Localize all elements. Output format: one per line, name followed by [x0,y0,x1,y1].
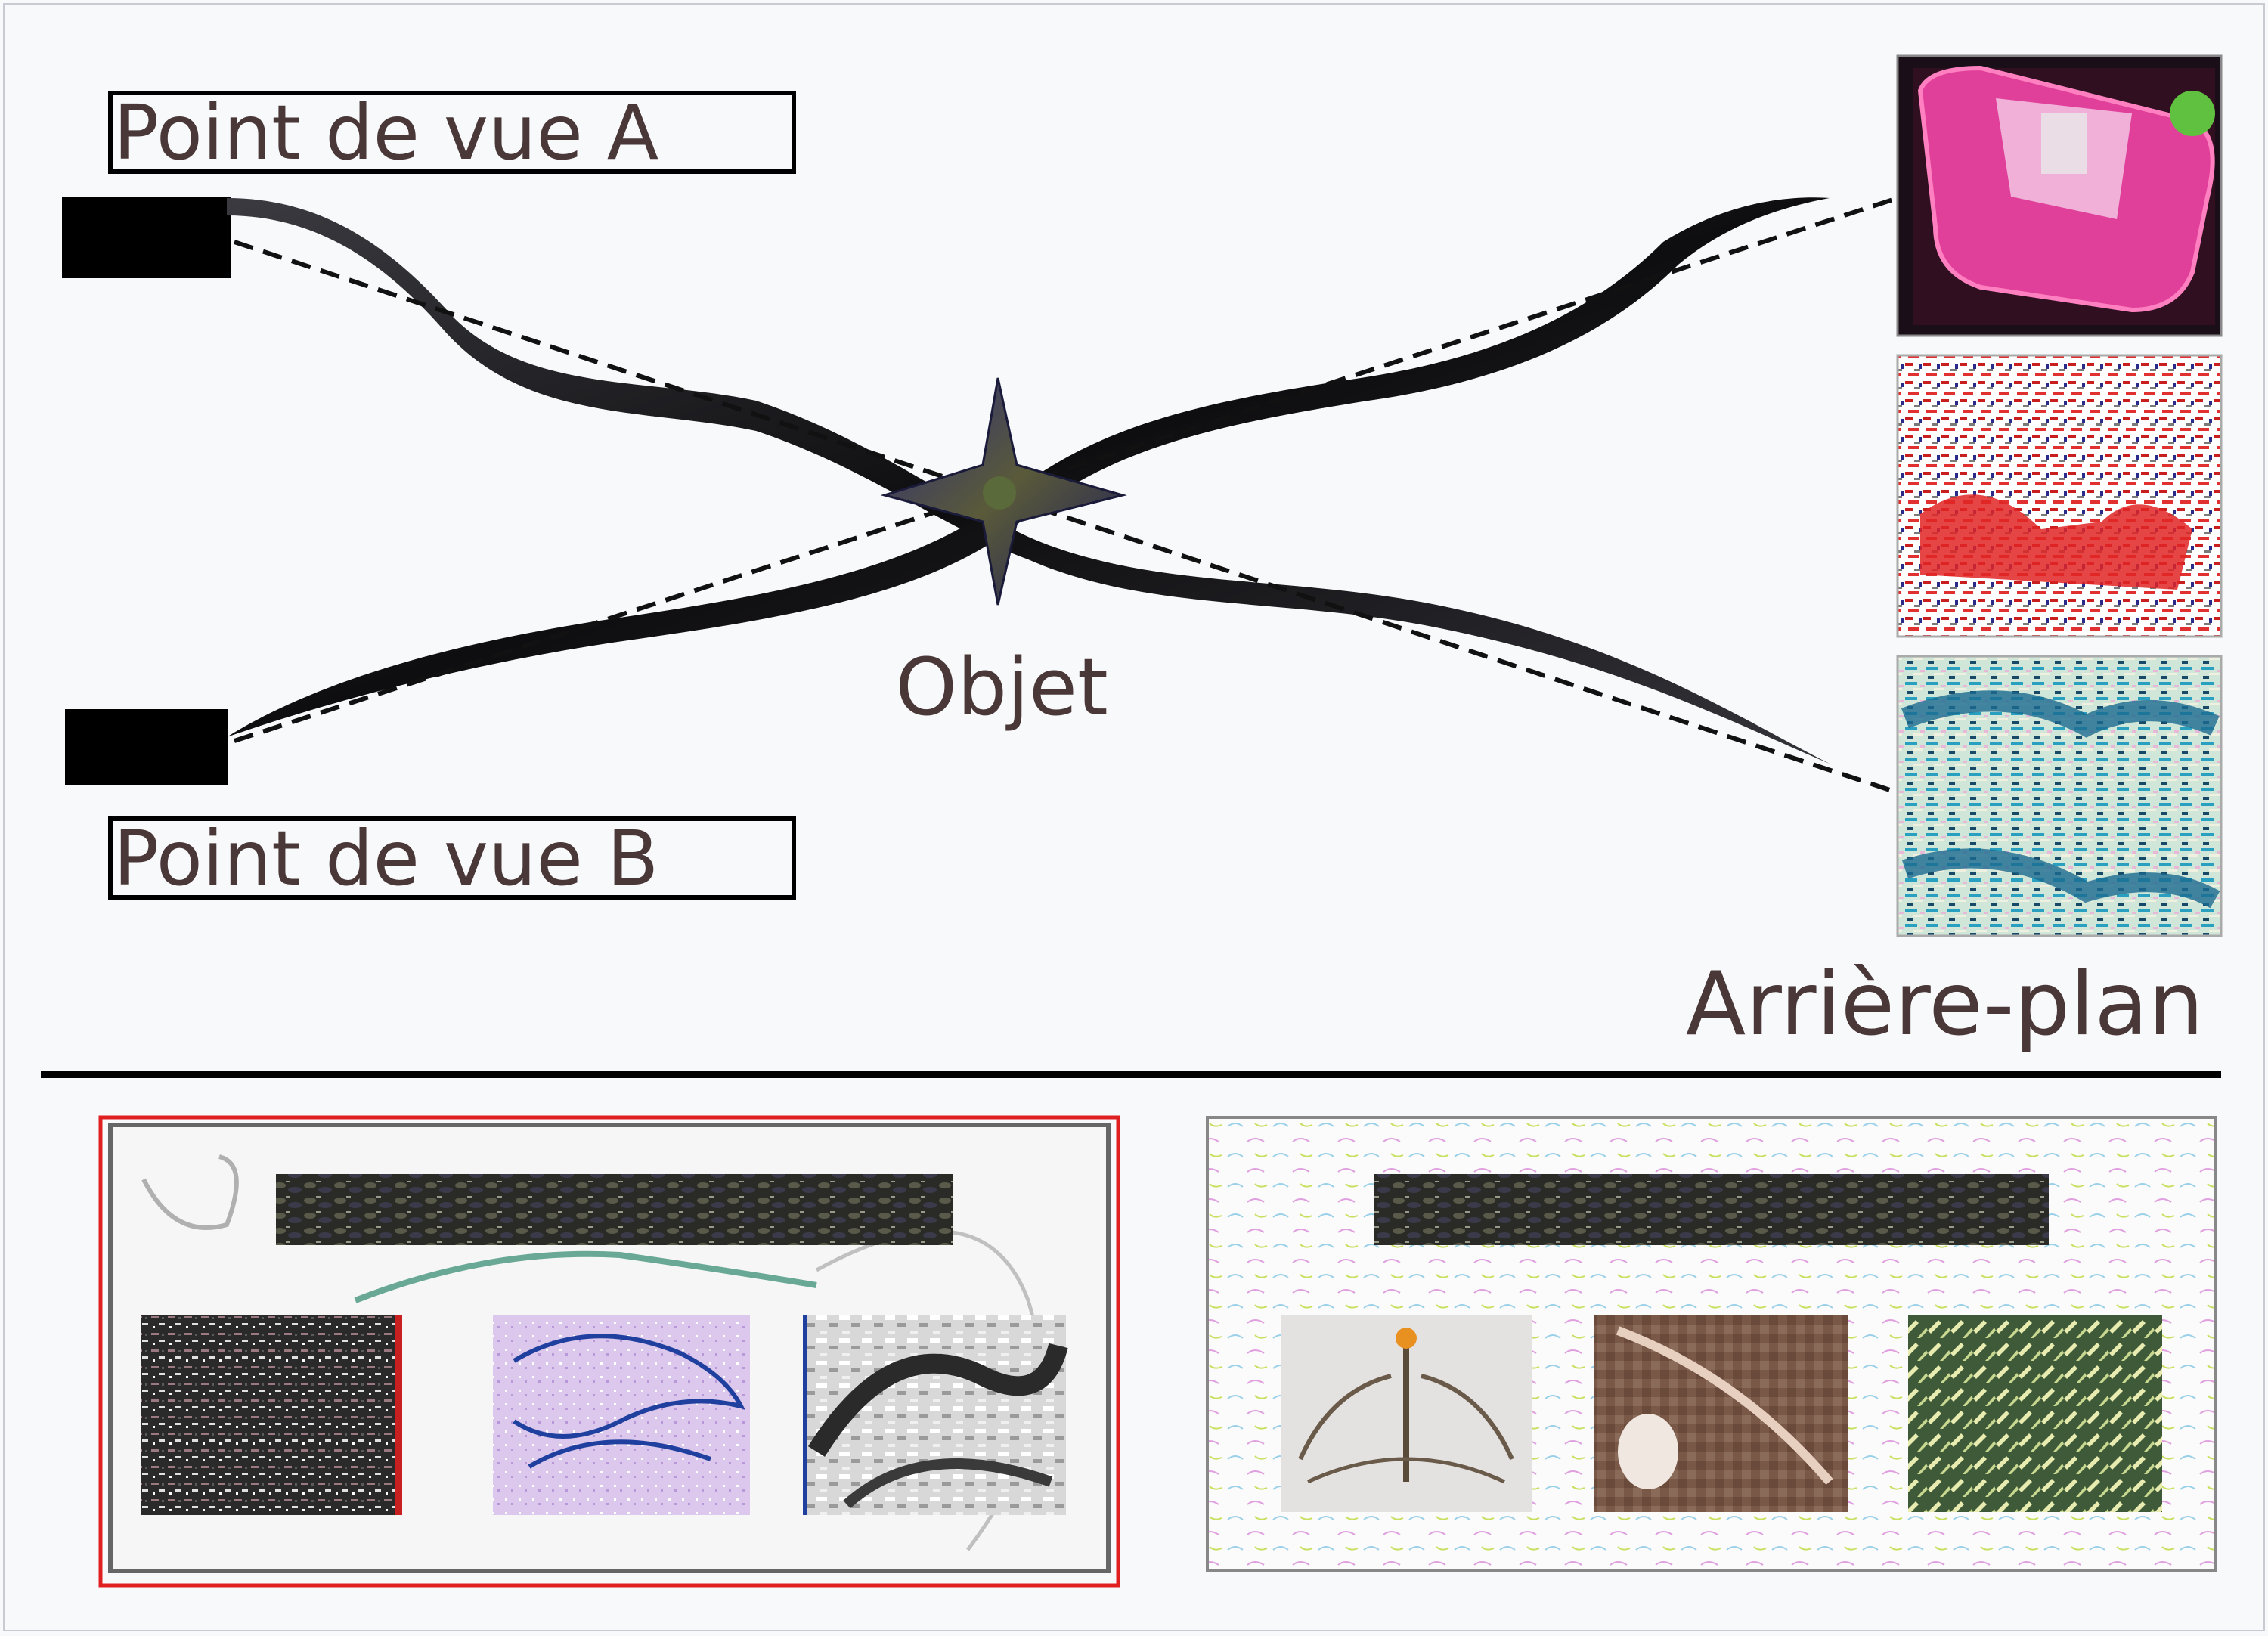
background-label: Arrière-plan [1686,953,2204,1055]
background-thumbnail-2 [1896,354,2223,638]
bottom-left-title-bar [276,1174,953,1245]
left-panel-thumbnail-1 [141,1315,398,1515]
bottom-right-title-bar [1374,1174,2049,1245]
curve-a-to-bottom [227,198,1830,764]
viewpoint-a-label: Point de vue A [108,88,796,177]
background-thumbnail-1 [1896,54,2223,337]
left-panel-thumbnail-2 [493,1315,750,1515]
right-panel-thumbnail-3 [1908,1315,2162,1512]
object-label: Objet [895,641,1108,733]
viewpoint-b-camera [65,709,228,785]
svg-text:Point de vue B: Point de vue B [113,814,658,903]
bottom-left-panel [98,1115,1120,1588]
dashed-line-b-to-top [234,196,1898,743]
bottom-right-panel [1206,1116,2217,1572]
dashed-sightlines [234,196,1898,792]
svg-text:Point de vue A: Point de vue A [113,88,658,177]
background-thumbnail-3 [1896,655,2223,937]
viewpoint-b-label: Point de vue B [108,814,796,903]
viewpoint-a-camera [62,197,231,278]
sightline-curves [227,197,1830,764]
curve-b-to-top [227,197,1830,738]
dashed-line-a-to-bottom [234,240,1891,792]
object-star-icon [880,377,1127,606]
